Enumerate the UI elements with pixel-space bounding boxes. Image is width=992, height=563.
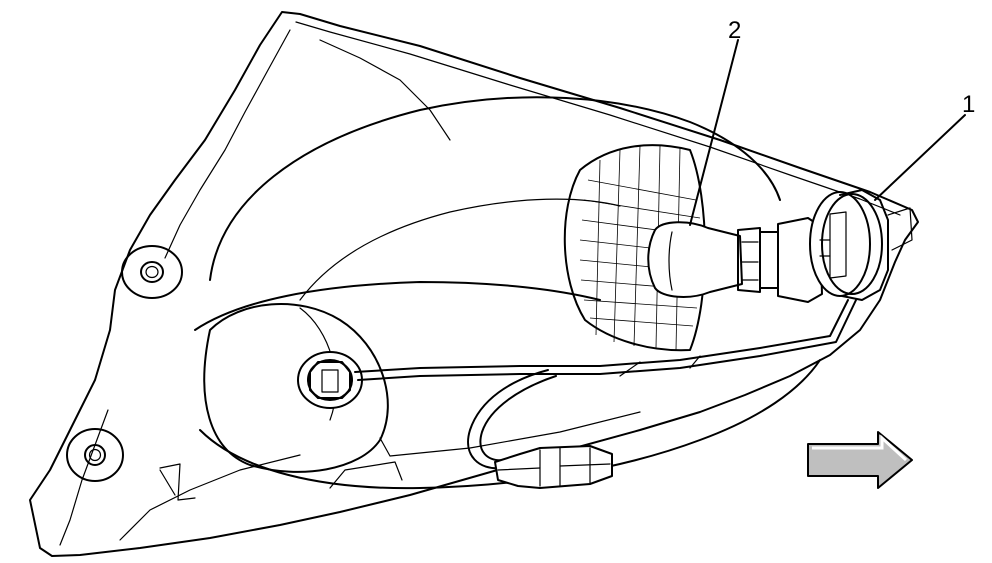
reflector-body	[159, 96, 821, 501]
lamp-housing	[29, 11, 919, 557]
callout-label-2: 2	[728, 17, 741, 44]
callout-leaders	[689, 39, 966, 226]
mounting-boss-upper	[121, 245, 183, 299]
wiring-harness	[354, 299, 857, 470]
callout-label-1: 1	[962, 91, 975, 118]
turn-signal-bulb	[647, 221, 779, 298]
harness-connector	[494, 445, 613, 489]
mounting-boss-lower	[66, 428, 124, 482]
right-arrow-icon	[807, 431, 913, 489]
bulb-socket	[777, 189, 913, 303]
lower-bulb-socket	[297, 351, 363, 409]
